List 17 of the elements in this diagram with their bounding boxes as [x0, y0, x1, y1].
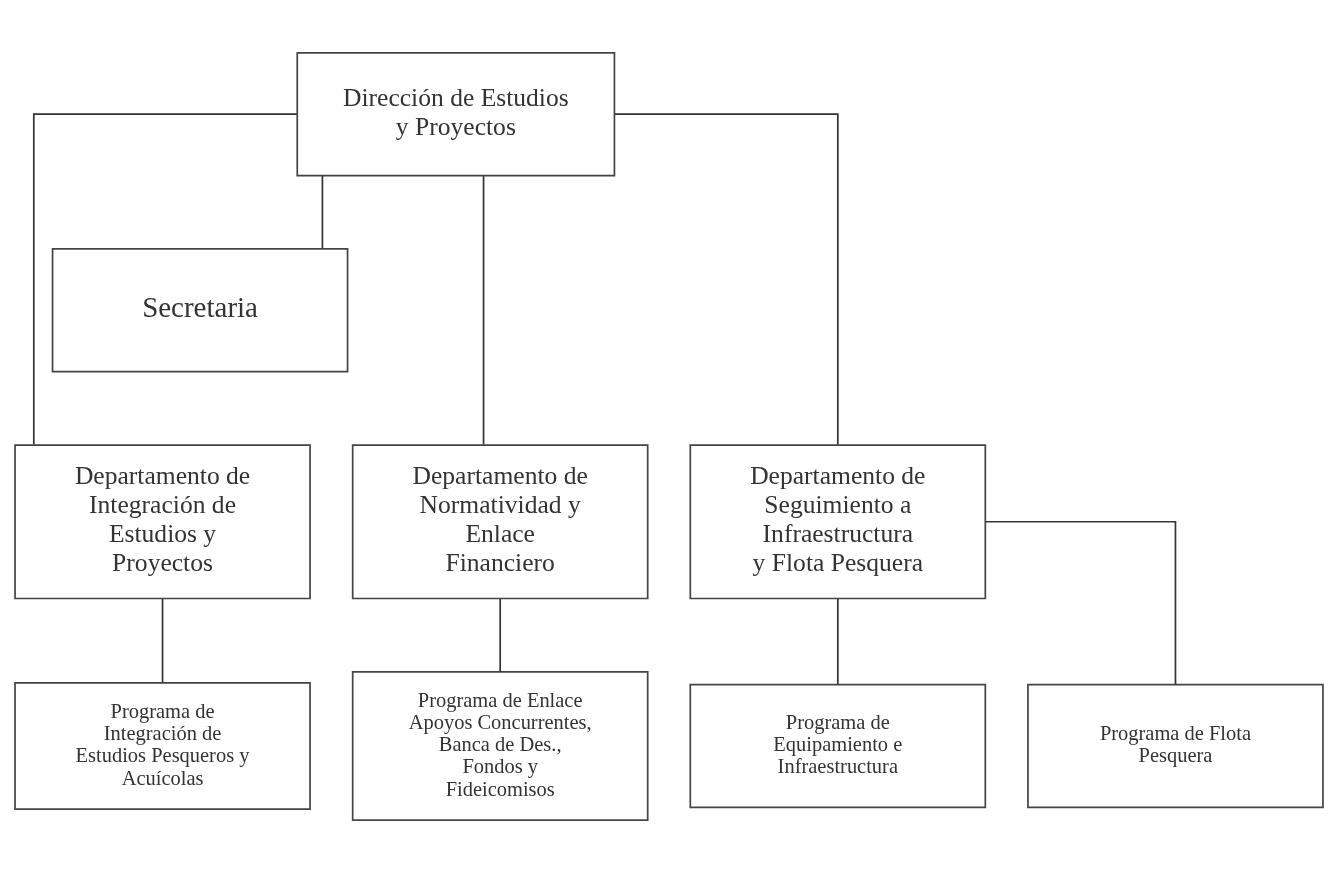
connector	[613, 113, 839, 446]
connector	[321, 174, 324, 250]
connector	[499, 598, 502, 673]
node-box: Programa de Flota Pesquera	[1027, 683, 1324, 809]
connector	[984, 520, 1177, 685]
connector	[32, 113, 298, 446]
node-box: Departamento de Normatividad y Enlace Financiero	[351, 444, 649, 600]
node-box: Programa de Equipamiento e Infraestructura	[689, 683, 987, 809]
node-box: Departamento de Integración de Estudios y Proyectos	[14, 444, 311, 600]
connector	[161, 598, 164, 684]
connector	[836, 598, 839, 686]
node-box: Departamento de Seguimiento a Infraestructura y Flota Pesquera	[689, 444, 987, 600]
node-box: Dirección de Estudios y Proyectos	[296, 51, 616, 177]
connector	[482, 174, 485, 446]
node-box: Secretaria	[51, 248, 349, 373]
node-box: Programa de Integración de Estudios Pesqueros y Acuícolas	[14, 682, 311, 810]
node-box: Programa de Enlace Apoyos Concurrentes, Banca de Des., Fondos y Fideicomisos	[351, 670, 649, 822]
